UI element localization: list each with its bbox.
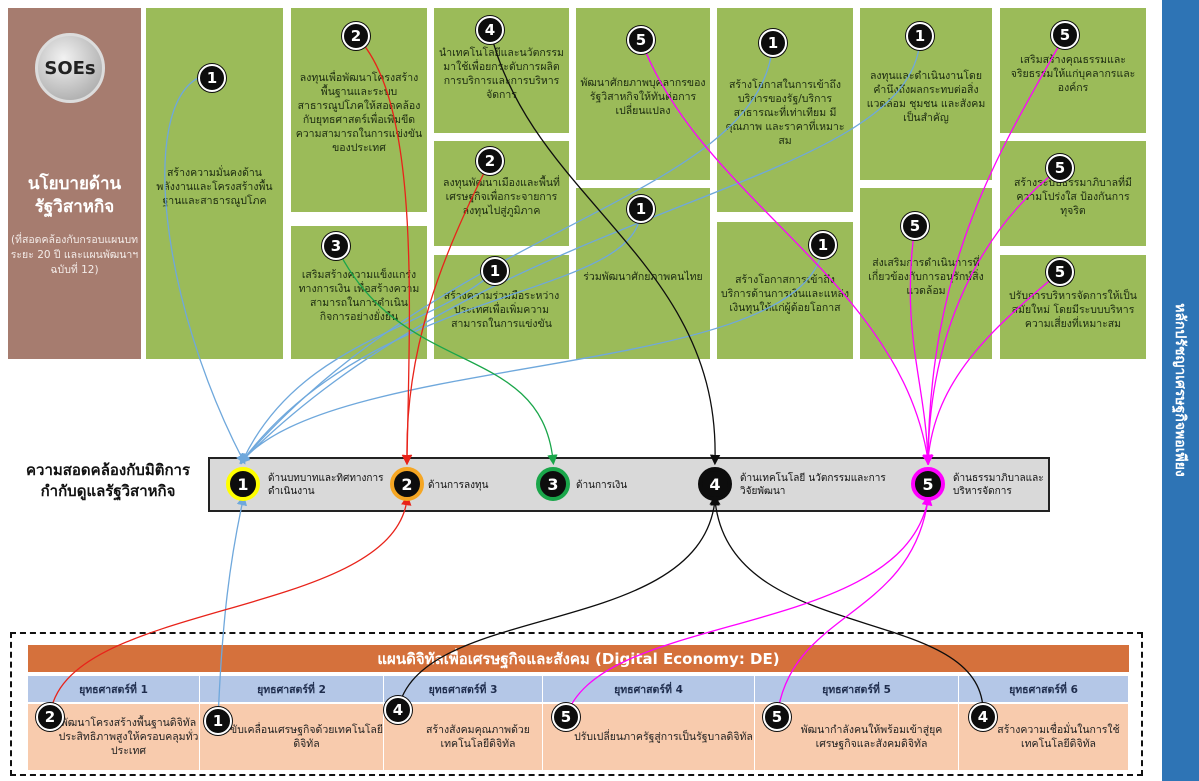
number-badge: 5: [1046, 154, 1074, 182]
number-badge: 5: [552, 703, 580, 731]
axis-title: ความสอดคล้องกับมิติการกำกับดูแลรัฐวิสาหก…: [25, 461, 191, 500]
strategy-text: พัฒนาโครงสร้างพื้นฐานดิจิทัลประสิทธิภาพส…: [58, 717, 199, 757]
number-badge: 5: [627, 26, 655, 54]
dimension-circle: 3: [536, 467, 570, 501]
policy-box-text: ส่งเสริมการดำเนินการที่เกี่ยวข้องกับการอ…: [868, 256, 984, 297]
number-badge: 5: [1046, 258, 1074, 286]
number-badge: 5: [901, 212, 929, 240]
policy-box: เสริมสร้างความแข็งแกร่งทางการเงิน เพื่อส…: [291, 226, 427, 359]
number-badge: 1: [809, 231, 837, 259]
policy-box-text: เสริมสร้างความแข็งแกร่งทางการเงิน เพื่อส…: [298, 268, 420, 323]
number-badge: 1: [204, 707, 232, 735]
policy-box-text: ร่วมพัฒนาศักยภาพคนไทย: [583, 270, 703, 283]
policy-box-text: สร้างระบบธรรมาภิบาลที่มีความโปร่งใส ป้อง…: [1014, 176, 1132, 217]
number-badge: 5: [763, 703, 791, 731]
strategy-header: ยุทธศาสตร์ที่ 4: [543, 676, 755, 702]
connector-magenta: [909, 225, 933, 466]
connector-blue: [239, 39, 921, 464]
connector-red: [401, 160, 491, 466]
connector-red: [355, 35, 413, 466]
policy-box-text: ลงทุนเพื่อพัฒนาโครงสร้างพื้นฐานและระบบสา…: [295, 72, 423, 154]
number-badge: 2: [476, 147, 504, 175]
strategy-text: สร้างความเชื่อมั่นในการใช้เทคโนโลยีดิจิท…: [997, 724, 1120, 750]
number-badge: 4: [969, 703, 997, 731]
connector-black: [489, 29, 721, 466]
connector-black: [710, 494, 984, 718]
strategy-text: ปรับเปลี่ยนภาครัฐสู่การเป็นรัฐบาลดิจิทัล: [574, 731, 753, 743]
strategy-header: ยุทธศาสตร์ที่ 3: [384, 676, 543, 702]
dimension-label: ด้านเทคโนโลยี นวัตกรรมและการวิจัยพัฒนา: [740, 473, 886, 497]
dimension-label: ด้านบทบาทและทิศทางการดำเนินงาน: [268, 473, 384, 497]
dimension-circle: 5: [911, 467, 945, 501]
connector-magenta: [922, 34, 1066, 466]
number-badge: 1: [906, 22, 934, 50]
number-badge: 5: [1051, 21, 1079, 49]
policy-box-text: ลงทุนพัฒนาเมืองและพื้นที่เศรษฐกิจเพื่อกร…: [443, 176, 560, 217]
connector-magenta: [922, 167, 1061, 466]
connector-green: [335, 245, 558, 466]
connector-blue: [240, 270, 496, 465]
number-badge: 2: [342, 22, 370, 50]
connector-black: [397, 494, 720, 711]
connector-magenta: [640, 39, 933, 466]
de-frame: [10, 632, 1143, 776]
policy-box-text: สร้างความมั่นคงด้านพลังงานและโครงสร้างพื…: [156, 166, 273, 207]
strategy-header: ยุทธศาสตร์ที่ 5: [755, 676, 959, 702]
policy-box-text: พัฒนาศักยภาพบุคลากรของรัฐวิสาหกิจให้ทันต…: [580, 77, 706, 117]
dimension-circle: 2: [390, 467, 424, 501]
policy-box-text: ปรับการบริหารจัดการให้เป็นสมัยใหม่ โดยมี…: [1009, 290, 1137, 330]
dimension-label: ด้านธรรมาภิบาลและบริหารจัดการ: [953, 473, 1044, 497]
strategy-header: ยุทธศาสตร์ที่ 6: [959, 676, 1129, 702]
connector-blue: [164, 77, 246, 465]
strategy-body: สร้างสังคมคุณภาพด้วยเทคโนโลยีดิจิทัล: [384, 704, 543, 770]
connector-blue: [239, 244, 824, 464]
policy-panel: SOEs นโยบายด้านรัฐวิสาหกิจ (ที่สอดคล้องก…: [8, 8, 141, 359]
strategy-header: ยุทธศาสตร์ที่ 1: [28, 676, 200, 702]
connector-magenta: [923, 271, 1061, 466]
policy-box-text: สร้างโอกาสในการเข้าถึงบริการของรัฐ/บริกา…: [725, 79, 845, 147]
connector-red: [49, 494, 412, 718]
connector-blue: [217, 494, 247, 722]
number-badge: 3: [322, 232, 350, 260]
policy-box-text: ลงทุนและดำเนินงานโดยคำนึงถึงผลกระทบต่อสิ…: [866, 70, 986, 124]
connector-magenta: [565, 494, 933, 718]
number-badge: 1: [198, 64, 226, 92]
connector-magenta: [776, 494, 933, 718]
dimension-circle: 4: [698, 467, 732, 501]
policy-subtitle: (ที่สอดคล้องกับกรอบแผนบทระยะ 20 ปี และแผ…: [10, 234, 139, 276]
number-badge: 4: [476, 16, 504, 44]
number-badge: 2: [36, 703, 64, 731]
right-band: [1162, 0, 1199, 781]
number-badge: 1: [627, 195, 655, 223]
number-badge: 1: [759, 29, 787, 57]
strategy-text: ขับเคลื่อนเศรษฐกิจด้วยเทคโนโลยีดิจิทัล: [230, 724, 383, 750]
soes-badge: SOEs: [35, 33, 105, 103]
policy-box: สร้างระบบธรรมาภิบาลที่มีความโปร่งใส ป้อง…: [1000, 141, 1146, 246]
number-badge: 4: [384, 696, 412, 724]
policy-box-text: นำเทคโนโลยีและนวัตกรรม มาใช้เพื่อยกระดับ…: [439, 46, 564, 101]
strategy-text: พัฒนากำลังคนให้พร้อมเข้าสู่ยุคเศรษฐกิจแล…: [800, 724, 943, 750]
strategy-header: ยุทธศาสตร์ที่ 2: [200, 676, 384, 702]
number-badge: 1: [481, 257, 509, 285]
dimension-bar: [208, 457, 1050, 512]
dimension-label: ด้านการเงิน: [576, 480, 628, 491]
strategy-text: สร้างสังคมคุณภาพด้วยเทคโนโลยีดิจิทัล: [426, 724, 530, 750]
de-header: แผนดิจิทัลเพื่อเศรษฐกิจและสังคม (Digital…: [28, 645, 1129, 672]
dimension-label: ด้านการลงทุน: [428, 480, 489, 491]
policy-title: นโยบายด้านรัฐวิสาหกิจ: [27, 174, 122, 217]
dimension-circle: 1: [226, 467, 260, 501]
connector-blue: [239, 42, 774, 464]
